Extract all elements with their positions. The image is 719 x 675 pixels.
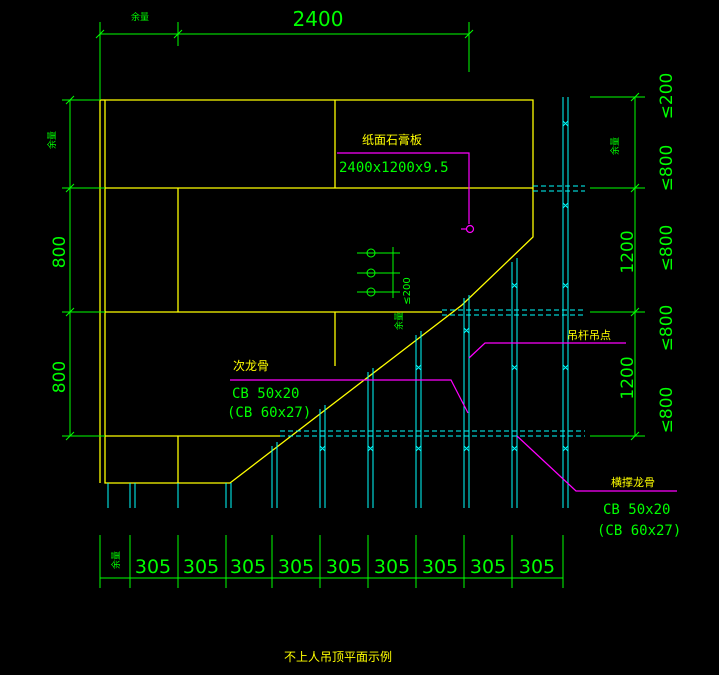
secondary-keel-spec-2: (CB 60x27): [227, 405, 311, 421]
hanger-point-label: 吊杆吊点: [567, 328, 611, 342]
board-name-label: 纸面石膏板: [362, 132, 422, 147]
gypsum-board-outline: [99, 99, 534, 484]
inner-remainder-label: 余量: [393, 312, 405, 330]
spacing-label: 305: [326, 556, 362, 578]
top-remainder-label: 余量: [131, 11, 149, 23]
right-800-d-label: ≤800: [657, 387, 677, 434]
right-800-b-label: ≤800: [657, 225, 677, 272]
spacing-label: 305: [519, 556, 555, 578]
board-size-label: 2400x1200x9.5: [339, 160, 449, 176]
right-1200-a-label: 1200: [618, 230, 638, 273]
right-800-a-label: ≤800: [657, 145, 677, 192]
bottom-remainder-label: 余量: [110, 551, 122, 569]
screw-detail: [357, 247, 400, 298]
right-800-c-label: ≤800: [657, 305, 677, 352]
left-remainder-label: 余量: [46, 131, 58, 149]
cross-keel-spec-1: CB 50x20: [603, 502, 670, 518]
hanger-points: [319, 120, 569, 452]
spacing-label: 305: [183, 556, 219, 578]
drawing-title: 不上人吊顶平面示例: [284, 650, 392, 664]
secondary-keels: [107, 97, 569, 508]
spacing-label: 305: [374, 556, 410, 578]
spacing-label: 305: [278, 556, 314, 578]
spacing-label: 305: [470, 556, 506, 578]
left-800-a-label: 800: [50, 236, 70, 268]
secondary-keel-label: 次龙骨: [233, 359, 269, 373]
spacing-label: 305: [135, 556, 171, 578]
top-width-label: 2400: [293, 7, 344, 31]
cross-keels: [280, 185, 585, 437]
spacing-label: 305: [230, 556, 266, 578]
cross-keel-spec-2: (CB 60x27): [597, 523, 681, 539]
right-200-label: ≤200: [657, 73, 677, 120]
right-1200-b-label: 1200: [618, 356, 638, 399]
leader-lines: [230, 152, 677, 492]
left-800-b-label: 800: [50, 361, 70, 393]
secondary-keel-spec-1: CB 50x20: [232, 386, 299, 402]
right-remainder-label: 余量: [609, 137, 621, 155]
dimension-lines: [62, 22, 645, 588]
spacing-label: 305: [422, 556, 458, 578]
cross-keel-label: 横撑龙骨: [611, 475, 655, 489]
inner-spacing-label: ≤200: [402, 277, 413, 304]
bottom-spacing-labels: 305 305 305 305 305 305 305 305 305: [135, 556, 555, 578]
